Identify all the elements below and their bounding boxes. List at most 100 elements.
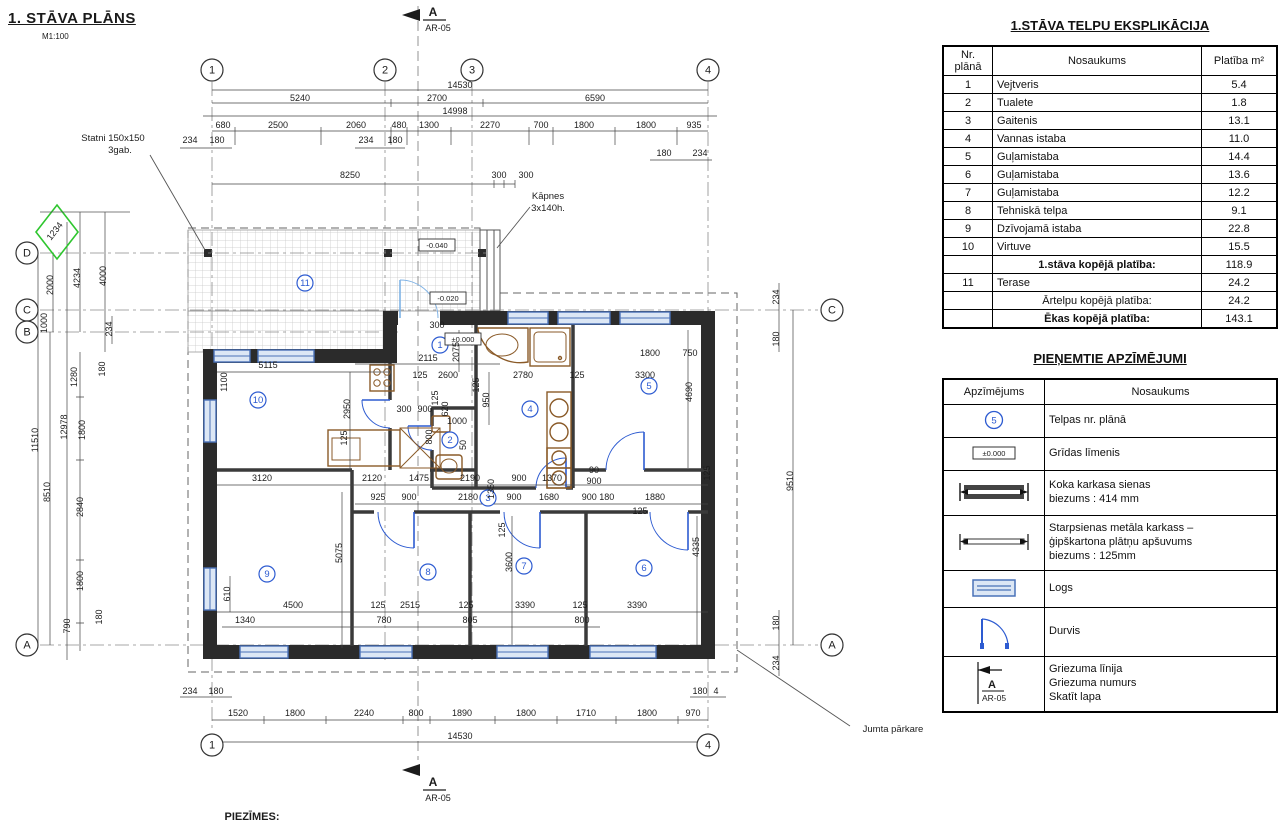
dimension-label: 1680 — [539, 492, 559, 502]
toilet-wc — [431, 415, 463, 480]
dimension-label: 2500 — [268, 120, 288, 130]
dimension-label: 950 — [481, 392, 491, 407]
axis-bubble — [15, 320, 39, 344]
dimension-label: 300 — [429, 320, 444, 330]
room-name: Tualete — [992, 93, 1202, 112]
room-name: Vejtveris — [992, 75, 1202, 94]
dimension-label: 125 — [632, 506, 647, 516]
wood-frame-wall-icon — [959, 482, 1029, 501]
room-number-label: 4 — [527, 404, 532, 415]
dimension-label: 800 — [574, 615, 589, 625]
room-name: Dzīvojamā istaba — [992, 219, 1202, 238]
dimension-label: 180 — [692, 686, 707, 696]
room-number-label: 5 — [646, 381, 651, 392]
dimension-label: 790 — [62, 618, 72, 633]
legend-section: PIEŅEMTIE APZĪMĒJUMI Apzīmējums Nosaukum… — [942, 351, 1278, 713]
dimension-label: 1880 — [645, 492, 665, 502]
door-symbol-icon — [980, 617, 1009, 649]
room-area: 13.6 — [1201, 165, 1278, 184]
legend-row: A AR-05 Griezuma līnija Griezuma numurs … — [942, 656, 1278, 713]
svg-text:±0.000: ±0.000 — [983, 449, 1006, 458]
dimension-label: 180 — [209, 135, 224, 145]
summary-area: 24.2 — [1201, 291, 1278, 310]
dimension-label: 4000 — [98, 266, 108, 286]
summary-row-outdoor: Ārtelpu kopējā platība:24.2 — [942, 291, 1278, 310]
dimension-label: 4234 — [72, 268, 82, 288]
dimension-label: 14998 — [442, 106, 467, 116]
legend-label: Koka karkasa sienas biezums : 414 mm — [1044, 470, 1278, 516]
dimension-label: 1800 — [77, 420, 87, 440]
dimension-label: 8250 — [340, 170, 360, 180]
room-area: 1.8 — [1201, 93, 1278, 112]
dimension-label: 1350 — [486, 479, 496, 499]
axis-bubble-label: D — [23, 248, 31, 260]
dimension-label: 1800 — [636, 120, 656, 130]
dimension-label: 3300 — [635, 370, 655, 380]
dimension-label: 180 — [771, 331, 781, 346]
summary-label: 1.stāva kopējā platība: — [992, 255, 1202, 274]
room-number-bubble — [515, 557, 533, 575]
dimension-label: 50 — [458, 440, 468, 450]
windows — [203, 311, 671, 659]
dimension-label: 300 — [396, 404, 411, 414]
dimension-label: 3x140h. — [531, 203, 565, 214]
legend-column-name: Nosaukums — [1044, 378, 1278, 405]
partition-wall-icon — [959, 533, 1029, 550]
summary-area: 143.1 — [1201, 309, 1278, 329]
room-name: Guļamistaba — [992, 147, 1202, 166]
dimension-label: 680 — [215, 120, 230, 130]
dimension-label: 234 — [358, 135, 373, 145]
dimension-label: 8510 — [42, 482, 52, 502]
room-nr: 3 — [942, 111, 993, 130]
dimension-label: 4500 — [283, 600, 303, 610]
dimension-label: 1800 — [516, 708, 536, 718]
dimension-label: 234 — [771, 289, 781, 304]
dimension-label: 1890 — [452, 708, 472, 718]
dimension-label: 180 — [97, 361, 107, 376]
fixtures — [327, 327, 572, 489]
statni-leader — [149, 154, 206, 251]
dimension-label: 1520 — [228, 708, 248, 718]
axis-bubble — [820, 633, 844, 657]
room-name: Terase — [992, 273, 1202, 292]
dimension-label: 180 — [94, 609, 104, 624]
axis-bubble — [460, 58, 484, 82]
axis-bubble-label: C — [23, 305, 31, 317]
axis-bubble-label: A — [23, 640, 31, 652]
axis-bubble — [15, 633, 39, 657]
roof-overhang-outline — [187, 227, 738, 673]
svg-text:A: A — [988, 679, 996, 691]
dimension-label: 5115 — [258, 360, 277, 370]
leader-lines — [149, 154, 851, 727]
room-area: 14.4 — [1201, 147, 1278, 166]
room-number-label: 6 — [641, 563, 646, 574]
dimension-label: 1280 — [69, 367, 79, 387]
room-number-label: 9 — [264, 569, 269, 580]
dimension-label: 480 — [391, 120, 406, 130]
drawing-scale: M1:100 — [42, 32, 69, 41]
dimension-label: 2240 — [354, 708, 374, 718]
dimension-label: 125 — [458, 600, 473, 610]
axis-bubble — [200, 58, 224, 82]
dimension-lines — [37, 89, 794, 743]
dimension-label: 620 — [440, 401, 450, 416]
dimension-label: 12978 — [59, 414, 69, 439]
dimension-label: 234 — [182, 686, 197, 696]
legend-label: Durvis — [1044, 607, 1278, 657]
legend-row: Starpsienas metāla karkass – ģipškartona… — [942, 515, 1278, 571]
legend-label: Telpas nr. plānā — [1044, 404, 1278, 438]
svg-text:AR-05: AR-05 — [982, 693, 1006, 703]
dimension-label: 750 — [682, 348, 697, 358]
dimension-label: 2950 — [342, 399, 352, 419]
axis-bubble — [373, 58, 397, 82]
page-title: 1. STĀVA PLĀNS — [8, 10, 136, 27]
dimension-label: A — [429, 775, 438, 789]
dimension-label: 125 — [471, 377, 481, 392]
